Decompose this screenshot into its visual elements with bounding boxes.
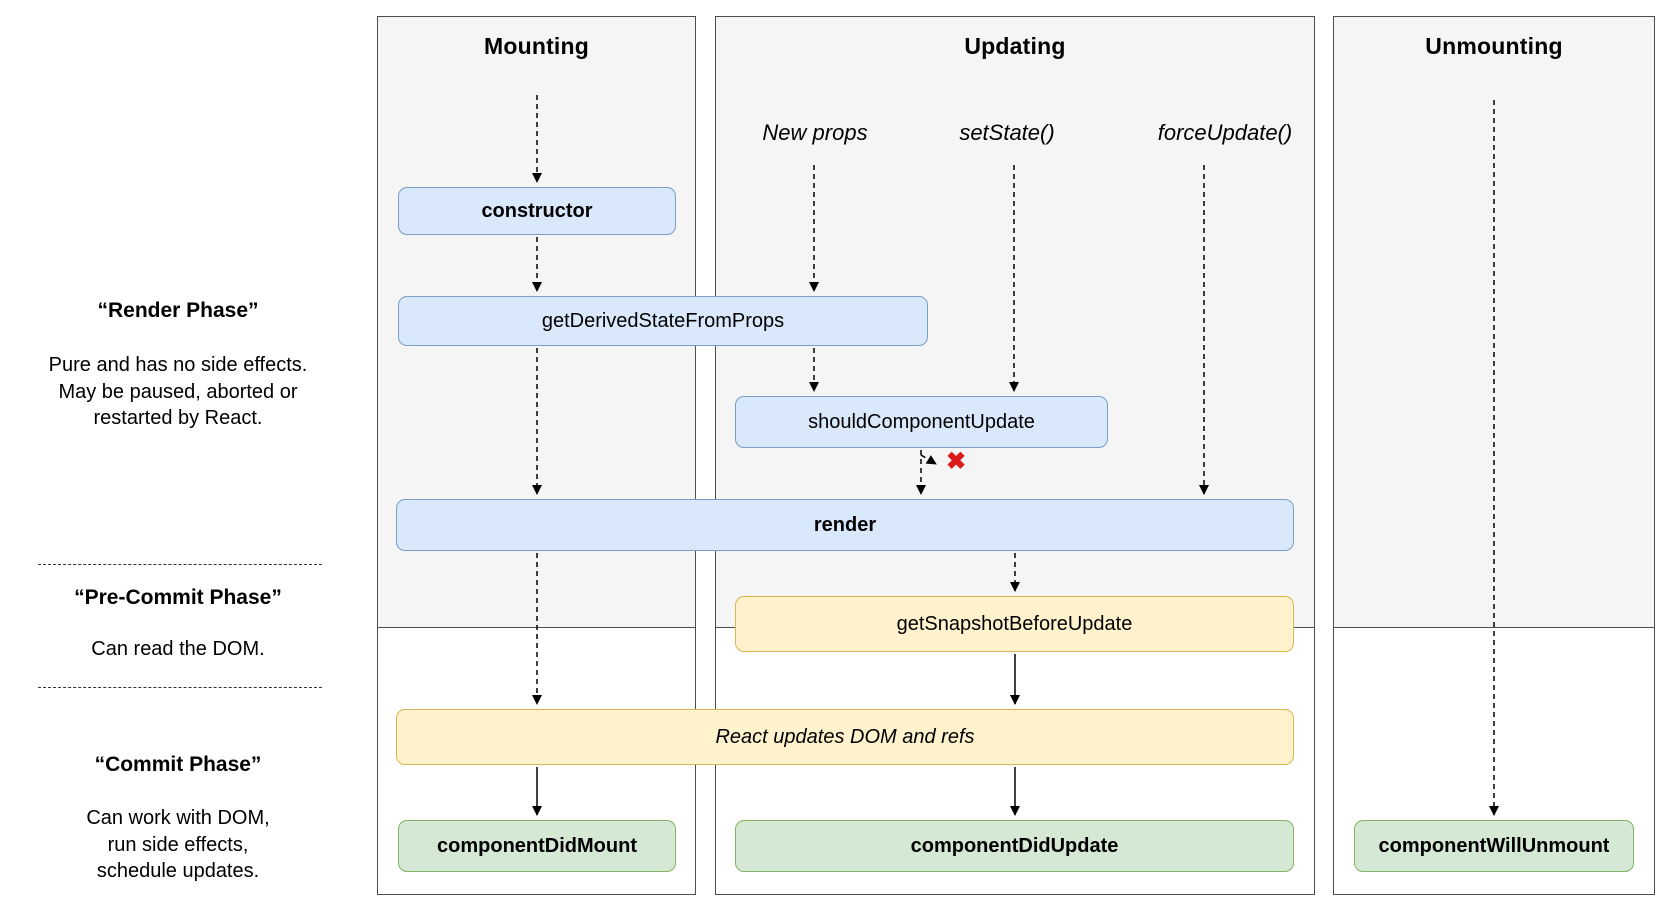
node-component-will-unmount: componentWillUnmount [1354, 820, 1634, 872]
commit-phase-description: Can work with DOM, run side effects, sch… [28, 805, 328, 885]
column-title-unmounting: Unmounting [1425, 33, 1563, 59]
node-component-did-update: componentDidUpdate [735, 820, 1294, 872]
update-stopped-x-icon: ✖ [945, 448, 967, 475]
trigger-forceupdate: forceUpdate() [1157, 120, 1293, 145]
phase-description-line: Can read the DOM. [91, 638, 265, 660]
pre-commit-phase-title: “Pre-Commit Phase” [74, 586, 282, 609]
node-component-did-mount: componentDidMount [398, 820, 676, 872]
phase-description-line: Can work with DOM, [86, 807, 270, 829]
node-get-snapshot-before-update: getSnapshotBeforeUpdate [735, 596, 1294, 652]
phase-description-line: restarted by React. [93, 407, 263, 429]
commit-phase-title: “Commit Phase” [94, 753, 262, 776]
column-title-updating: Updating [964, 33, 1066, 59]
unmounting-column: Unmounting [1333, 16, 1655, 895]
phase-description-line: run side effects, [107, 833, 249, 856]
node-should-component-update: shouldComponentUpdate [735, 396, 1108, 448]
trigger-setstate: setState() [959, 120, 1055, 145]
phase-description-line: May be paused, aborted or [58, 380, 298, 403]
pre-commit-phase-description: Can read the DOM. [28, 636, 328, 663]
phase-divider [38, 687, 322, 688]
node-render: render [396, 499, 1294, 551]
node-constructor: constructor [398, 187, 676, 235]
trigger-new-props: New props [762, 120, 868, 145]
column-title-mounting: Mounting [483, 33, 590, 59]
unmounting-render-phase-area [1334, 17, 1654, 628]
phase-divider [38, 564, 322, 565]
phase-description-line: schedule updates. [96, 860, 260, 882]
node-get-derived-state-from-props: getDerivedStateFromProps [398, 296, 928, 346]
node-react-updates-dom-and-refs: React updates DOM and refs [396, 709, 1294, 765]
render-phase-description: Pure and has no side effects. May be pau… [28, 352, 328, 432]
phase-description-line: Pure and has no side effects. [48, 354, 308, 376]
render-phase-title: “Render Phase” [97, 299, 259, 322]
